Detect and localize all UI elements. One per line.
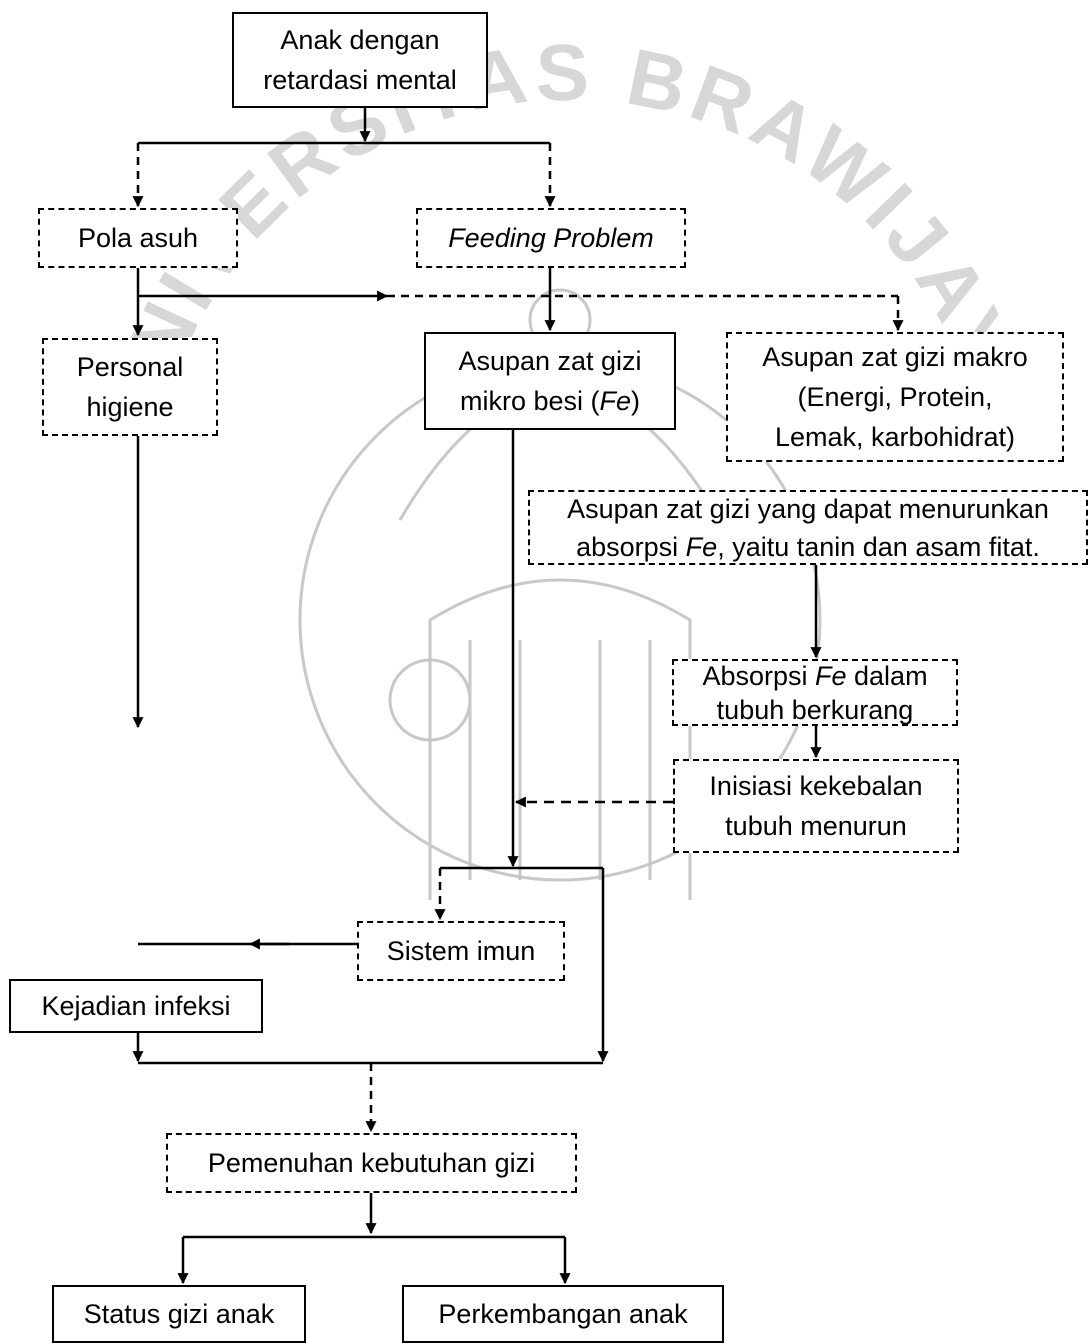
- node-makro-line3: Lemak, karbohidrat): [774, 422, 1016, 452]
- node-sistem-imun: Sistem imun: [357, 921, 565, 981]
- node-tanin-fitat: Asupan zat gizi yang dapat menurunkan ab…: [528, 490, 1088, 565]
- node-personal-higiene: Personal higiene: [42, 338, 218, 436]
- node-imun-label: Sistem imun: [386, 936, 536, 966]
- node-status-label: Status gizi anak: [83, 1299, 275, 1329]
- node-pemenuhan-label: Pemenuhan kebutuhan gizi: [207, 1148, 536, 1178]
- node-feeding-problem: Feeding Problem: [416, 208, 686, 268]
- node-tanin-line2-pre: absorpsi: [576, 531, 686, 562]
- node-tanin-line2-fe: Fe: [685, 531, 718, 562]
- node-absorpsi-line2: tubuh berkurang: [716, 694, 914, 725]
- node-inisiasi-line1: Inisiasi kekebalan: [709, 771, 923, 801]
- node-mikro-line2-pre: mikro besi (: [459, 386, 600, 416]
- node-perkembangan-label: Perkembangan anak: [438, 1299, 688, 1329]
- node-tanin-line1: Asupan zat gizi yang dapat menurunkan: [567, 493, 1049, 524]
- node-anak: Anak dengan retardasi mental: [232, 12, 488, 108]
- node-inisiasi-line2: tubuh menurun: [725, 811, 907, 841]
- node-tanin-line2-post: , yaitu tanin dan asam fitat.: [717, 531, 1040, 562]
- node-inisiasi: Inisiasi kekebalan tubuh menurun: [673, 759, 959, 853]
- node-status-gizi: Status gizi anak: [52, 1285, 306, 1343]
- node-personal-line1: Personal: [76, 352, 184, 382]
- node-anak-line1: Anak dengan: [280, 25, 440, 55]
- node-makro: Asupan zat gizi makro (Energi, Protein, …: [726, 332, 1064, 462]
- node-makro-line2: (Energi, Protein,: [797, 382, 993, 412]
- node-mikro-line2-fe: Fe: [599, 386, 632, 416]
- node-personal-line2: higiene: [86, 392, 174, 422]
- node-tanin-line2: absorpsi Fe, yaitu tanin dan asam fitat.: [576, 528, 1040, 566]
- node-makro-line1: Asupan zat gizi makro: [762, 342, 1028, 372]
- node-pola-asuh: Pola asuh: [38, 208, 238, 268]
- node-mikro-line2: mikro besi (Fe): [460, 381, 640, 421]
- node-infeksi-label: Kejadian infeksi: [41, 991, 231, 1021]
- node-absorpsi-line1-pre: Absorpsi: [702, 660, 815, 691]
- node-pemenuhan: Pemenuhan kebutuhan gizi: [166, 1133, 577, 1193]
- node-mikro-line1: Asupan zat gizi: [458, 346, 642, 376]
- node-kejadian-infeksi-box: Kejadian infeksi: [9, 979, 263, 1033]
- node-perkembangan: Perkembangan anak: [402, 1285, 724, 1343]
- node-pola-asuh-label: Pola asuh: [77, 223, 199, 253]
- node-mikro-besi: Asupan zat gizi mikro besi (Fe): [424, 332, 676, 430]
- node-absorpsi-line1-fe: Fe: [815, 660, 847, 691]
- node-absorpsi-line1-post: dalam: [846, 660, 928, 691]
- node-anak-line2: retardasi mental: [263, 65, 457, 95]
- node-absorpsi: Absorpsi Fe dalam tubuh berkurang: [672, 659, 958, 726]
- node-absorpsi-line1: Absorpsi Fe dalam: [702, 659, 927, 693]
- node-feeding-label: Feeding Problem: [448, 223, 654, 253]
- node-mikro-line2-post: ): [631, 386, 641, 416]
